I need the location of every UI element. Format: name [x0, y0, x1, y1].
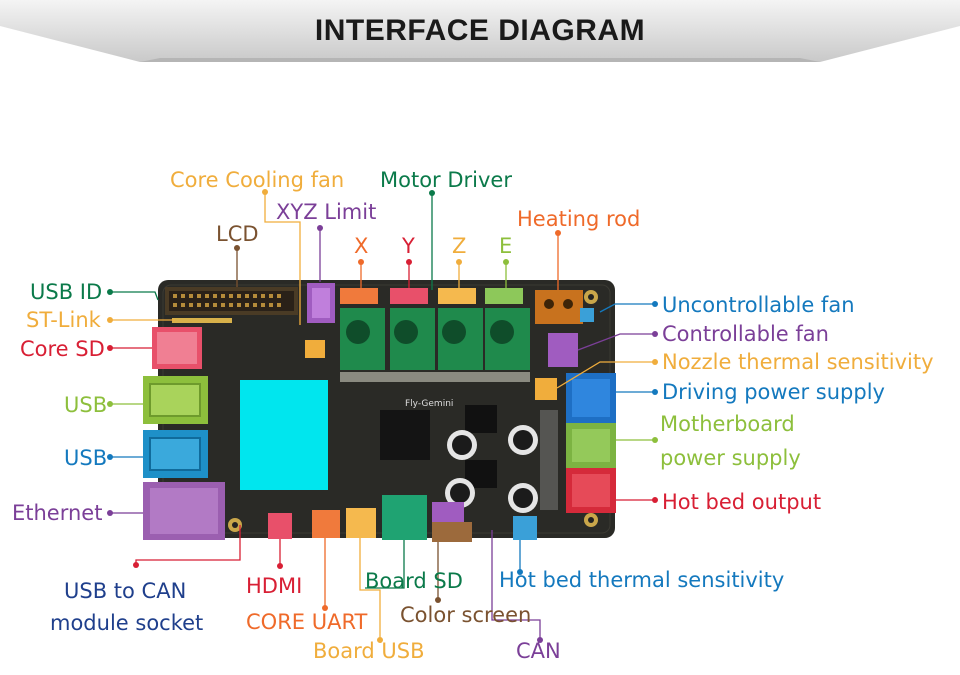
label-heating-rod: Heating rod	[517, 207, 641, 231]
label-core-uart: CORE UART	[246, 610, 368, 634]
label-can: CAN	[516, 639, 561, 663]
label-lcd: LCD	[216, 222, 259, 246]
label-motherboard-power-2: power supply	[660, 446, 801, 470]
label-uncontrollable-fan: Uncontrollable fan	[662, 293, 855, 317]
label-y: Y	[402, 234, 415, 258]
label-usb-id: USB ID	[30, 280, 103, 304]
label-usb-to-can-1: USB to CAN	[64, 579, 187, 603]
label-driving-power: Driving power supply	[662, 380, 885, 404]
label-x: X	[354, 234, 369, 258]
label-e: E	[499, 234, 513, 258]
label-nozzle-thermal: Nozzle thermal sensitivity	[662, 350, 934, 374]
leader-dots	[107, 189, 658, 643]
label-hot-bed-output: Hot bed output	[662, 490, 822, 514]
label-motor-driver: Motor Driver	[380, 168, 512, 192]
label-motherboard-power-1: Motherboard	[660, 412, 795, 436]
label-hot-bed-thermal: Hot bed thermal sensitivity	[499, 568, 785, 592]
label-xyz-limit: XYZ Limit	[276, 200, 377, 224]
label-usb-1: USB	[64, 393, 108, 417]
label-board-usb: Board USB	[313, 639, 425, 663]
pcb: Fly-Gemini	[143, 280, 616, 542]
label-core-cooling-fan: Core Cooling fan	[170, 168, 345, 192]
motor-drivers	[340, 308, 530, 370]
label-color-screen: Color screen	[400, 603, 532, 627]
label-board-sd: Board SD	[365, 569, 463, 593]
label-controllable-fan: Controllable fan	[662, 322, 829, 346]
label-ethernet: Ethernet	[12, 501, 103, 525]
label-usb-2: USB	[64, 446, 108, 470]
leader-lines	[110, 192, 655, 640]
label-core-sd: Core SD	[20, 337, 105, 361]
header-banner	[0, 0, 960, 62]
label-hdmi: HDMI	[246, 574, 303, 598]
board-silkscreen: Fly-Gemini	[405, 399, 453, 409]
page-title: INTERFACE DIAGRAM	[314, 14, 646, 47]
label-z: Z	[452, 234, 467, 258]
label-st-link: ST-Link	[26, 308, 101, 332]
label-usb-to-can-2: module socket	[50, 611, 204, 635]
